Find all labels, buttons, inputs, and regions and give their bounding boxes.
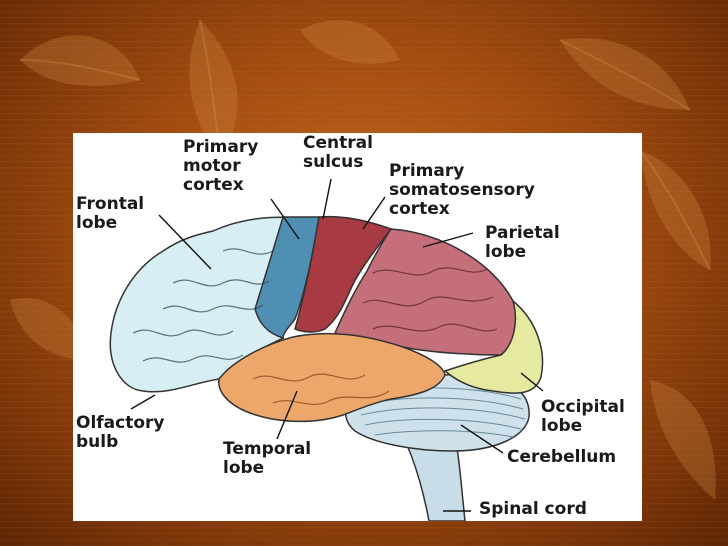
label-primary-motor-cortex: Primary motor cortex bbox=[183, 137, 259, 195]
frontal-lobe-leader bbox=[158, 214, 212, 270]
occipital-lobe-leader bbox=[520, 372, 544, 392]
brain-illustration bbox=[109, 178, 544, 521]
label-temporal-lobe: Temporal lobe bbox=[223, 439, 312, 478]
central-sulcus-leader bbox=[322, 178, 332, 220]
temporal-lobe-shape bbox=[218, 332, 446, 423]
somatosensory-cortex-shape bbox=[294, 215, 393, 333]
parietal-lobe-shape bbox=[333, 228, 517, 356]
cerebellum-leader bbox=[460, 424, 504, 454]
olfactory-bulb-leader bbox=[130, 394, 156, 410]
label-cerebellum: Cerebellum bbox=[507, 447, 617, 467]
label-frontal-lobe: Frontal lobe bbox=[76, 194, 145, 233]
label-primary-somatosensory-cortex: Primary somatosensory cortex bbox=[389, 161, 535, 219]
motor-cortex-leader bbox=[270, 198, 300, 240]
parietal-lobe-leader bbox=[422, 232, 474, 248]
occipital-lobe-shape bbox=[443, 298, 544, 394]
somatosensory-leader bbox=[362, 196, 386, 230]
label-central-sulcus: Central sulcus bbox=[303, 133, 373, 172]
label-spinal-cord: Spinal cord bbox=[479, 499, 587, 519]
brain-diagram-panel: Primary motor cortex Central sulcus Prim… bbox=[73, 133, 642, 521]
label-parietal-lobe: Parietal lobe bbox=[485, 223, 560, 262]
temporal-lobe-leader bbox=[276, 390, 298, 440]
label-occipital-lobe: Occipital lobe bbox=[541, 397, 625, 436]
label-olfactory-bulb: Olfactory bulb bbox=[76, 413, 165, 452]
